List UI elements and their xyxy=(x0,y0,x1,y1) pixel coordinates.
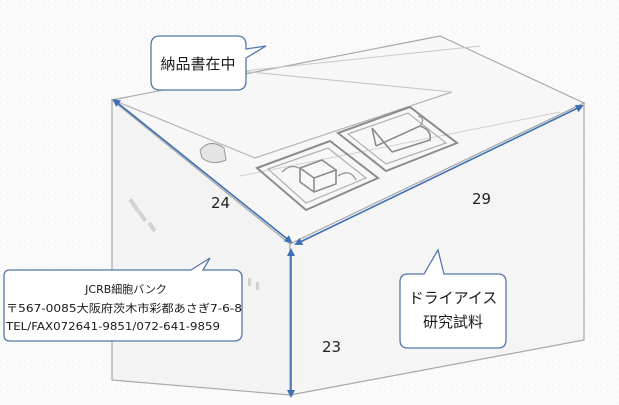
callout-dry-ice-line2: 研究試料 xyxy=(423,313,483,331)
callout-delivery-note-text: 納品書在中 xyxy=(160,55,235,73)
tape-tab xyxy=(199,143,227,164)
dimension-line-24 xyxy=(112,98,293,244)
sender-phone: TEL/FAX072641-9851/072-641-9859 xyxy=(5,320,220,333)
callout-dry-ice-line1: ドライアイス xyxy=(409,289,498,307)
dimension-line-29 xyxy=(294,105,584,245)
sender-address: 〒567-0085大阪府茨木市彩都あさぎ7-6-8 xyxy=(6,301,242,315)
tape-edge xyxy=(229,69,453,93)
callout-dry-ice: ドライアイス 研究試料 xyxy=(399,248,507,349)
dimension-label-23: 23 xyxy=(322,338,341,356)
dimension-label-24: 24 xyxy=(211,194,230,212)
callout-delivery-note: 納品書在中 xyxy=(150,35,267,91)
dimension-label-29: 29 xyxy=(472,190,491,208)
sender-name: JCRB細胞バンク xyxy=(84,283,167,296)
callout-sender-address: JCRB細胞バンク 〒567-0085大阪府茨木市彩都あさぎ7-6-8 TEL/… xyxy=(3,257,243,342)
